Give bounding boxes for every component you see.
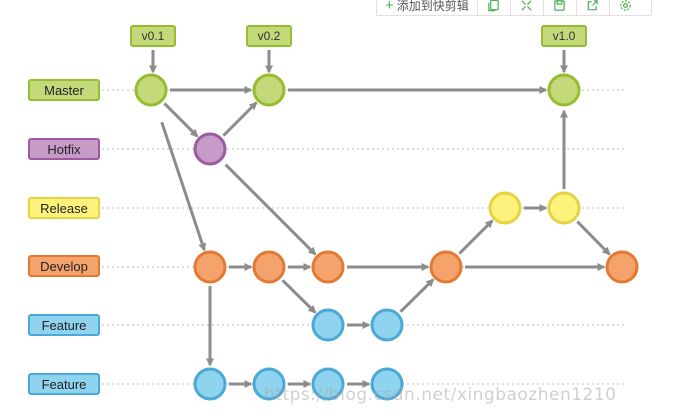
commit-node-master	[547, 73, 581, 107]
commit-node-develop	[311, 250, 345, 284]
expand-icon	[521, 0, 532, 11]
branch-label-hotfix: Hotfix	[28, 138, 100, 160]
commit-node-feature2	[311, 367, 345, 401]
commit-node-feature1	[311, 308, 345, 342]
commit-node-feature2	[370, 367, 404, 401]
copy-button[interactable]	[478, 0, 511, 15]
clip-toolbar: + 添加到快剪辑	[376, 0, 652, 16]
save-icon	[554, 0, 566, 11]
arrow-m1-h1	[163, 102, 199, 138]
branch-label-develop: Develop	[28, 255, 100, 277]
share-icon	[587, 0, 599, 10]
settings-icon	[620, 0, 632, 11]
branch-label-master: Master	[28, 79, 100, 101]
commit-node-develop	[193, 250, 227, 284]
branch-label-feature-2: Feature	[28, 373, 100, 395]
watermark: https://blog.csdn.net/xingbaozhen1210	[264, 385, 617, 405]
commit-node-master	[134, 73, 168, 107]
share-button[interactable]	[577, 0, 610, 15]
arrow-m1-d1	[160, 121, 207, 252]
arrow-f2-d4	[399, 278, 435, 313]
commit-node-feature2	[252, 367, 286, 401]
branch-label-release: Release	[28, 197, 100, 219]
tag-v0-1: v0.1	[130, 25, 176, 47]
commit-node-feature1	[370, 308, 404, 342]
commit-node-master	[252, 73, 286, 107]
commit-node-feature2	[193, 367, 227, 401]
commit-node-develop	[252, 250, 286, 284]
tag-v0-2: v0.2	[246, 25, 292, 47]
add-to-clip-button[interactable]: + 添加到快剪辑	[377, 0, 478, 15]
copy-icon	[488, 0, 500, 11]
arrow-d2-f1	[281, 279, 317, 314]
commit-node-hotfix	[193, 132, 227, 166]
commit-node-develop	[605, 250, 639, 284]
commit-node-release	[488, 191, 522, 225]
plus-icon: +	[385, 0, 394, 14]
branch-label-feature-1: Feature	[28, 314, 100, 336]
arrow-r2-d5	[576, 220, 611, 256]
arrow-d4-r1	[458, 219, 494, 255]
add-to-clip-label: 添加到快剪辑	[396, 0, 469, 13]
commit-node-develop	[429, 250, 463, 284]
tag-v1-0: v1.0	[541, 25, 587, 47]
arrow-h1-d3	[224, 163, 317, 256]
settings-button[interactable]	[610, 0, 642, 15]
save-button[interactable]	[544, 0, 577, 15]
arrow-h1-m2	[222, 101, 258, 137]
expand-button[interactable]	[511, 0, 544, 15]
commit-node-release	[547, 191, 581, 225]
